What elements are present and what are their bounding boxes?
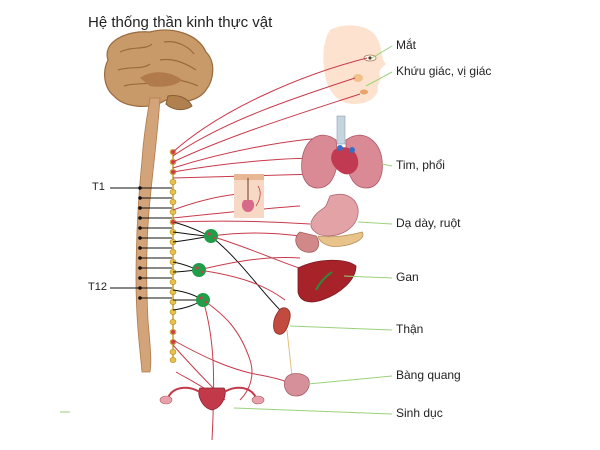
brain-icon [104, 29, 214, 111]
kidney-icon [273, 307, 293, 377]
label-kidney: Thận [396, 322, 424, 336]
uterus-icon [159, 386, 265, 411]
segment-label-t12: T12 [88, 281, 107, 293]
label-leader-lines [60, 45, 393, 415]
spinal-nerve-rungs [138, 186, 172, 300]
liver-icon [297, 259, 357, 303]
nerve-fibers-red [172, 57, 368, 441]
label-heart-lung: Tim, phổi [396, 158, 445, 172]
diagram-title: Hệ thống thần kinh thực vật [88, 14, 273, 31]
ganglion-fibers-black [172, 221, 283, 313]
label-liver: Gan [396, 270, 419, 284]
label-eye: Mắt [396, 38, 417, 52]
segment-pointers [110, 187, 140, 289]
nose-icon [353, 74, 363, 82]
bladder-icon [284, 373, 310, 397]
eye-icon [363, 54, 377, 62]
label-smell-taste: Khứu giác, vị giác [396, 64, 492, 78]
label-reproductive: Sinh dục [396, 406, 443, 420]
mouth-icon [360, 89, 368, 95]
label-stomach-gut: Dạ dày, ruột [396, 216, 461, 230]
skin-patch-icon [234, 174, 264, 218]
stomach-intestine-icon [295, 193, 364, 253]
spinal-cord-icon [135, 97, 161, 373]
face-silhouette [323, 25, 386, 105]
ganglion-icon [192, 229, 218, 307]
label-bladder: Bàng quang [396, 368, 461, 382]
sympathetic-chain [169, 149, 177, 363]
lungs-heart-icon [301, 115, 383, 189]
segment-label-t1: T1 [92, 181, 105, 193]
